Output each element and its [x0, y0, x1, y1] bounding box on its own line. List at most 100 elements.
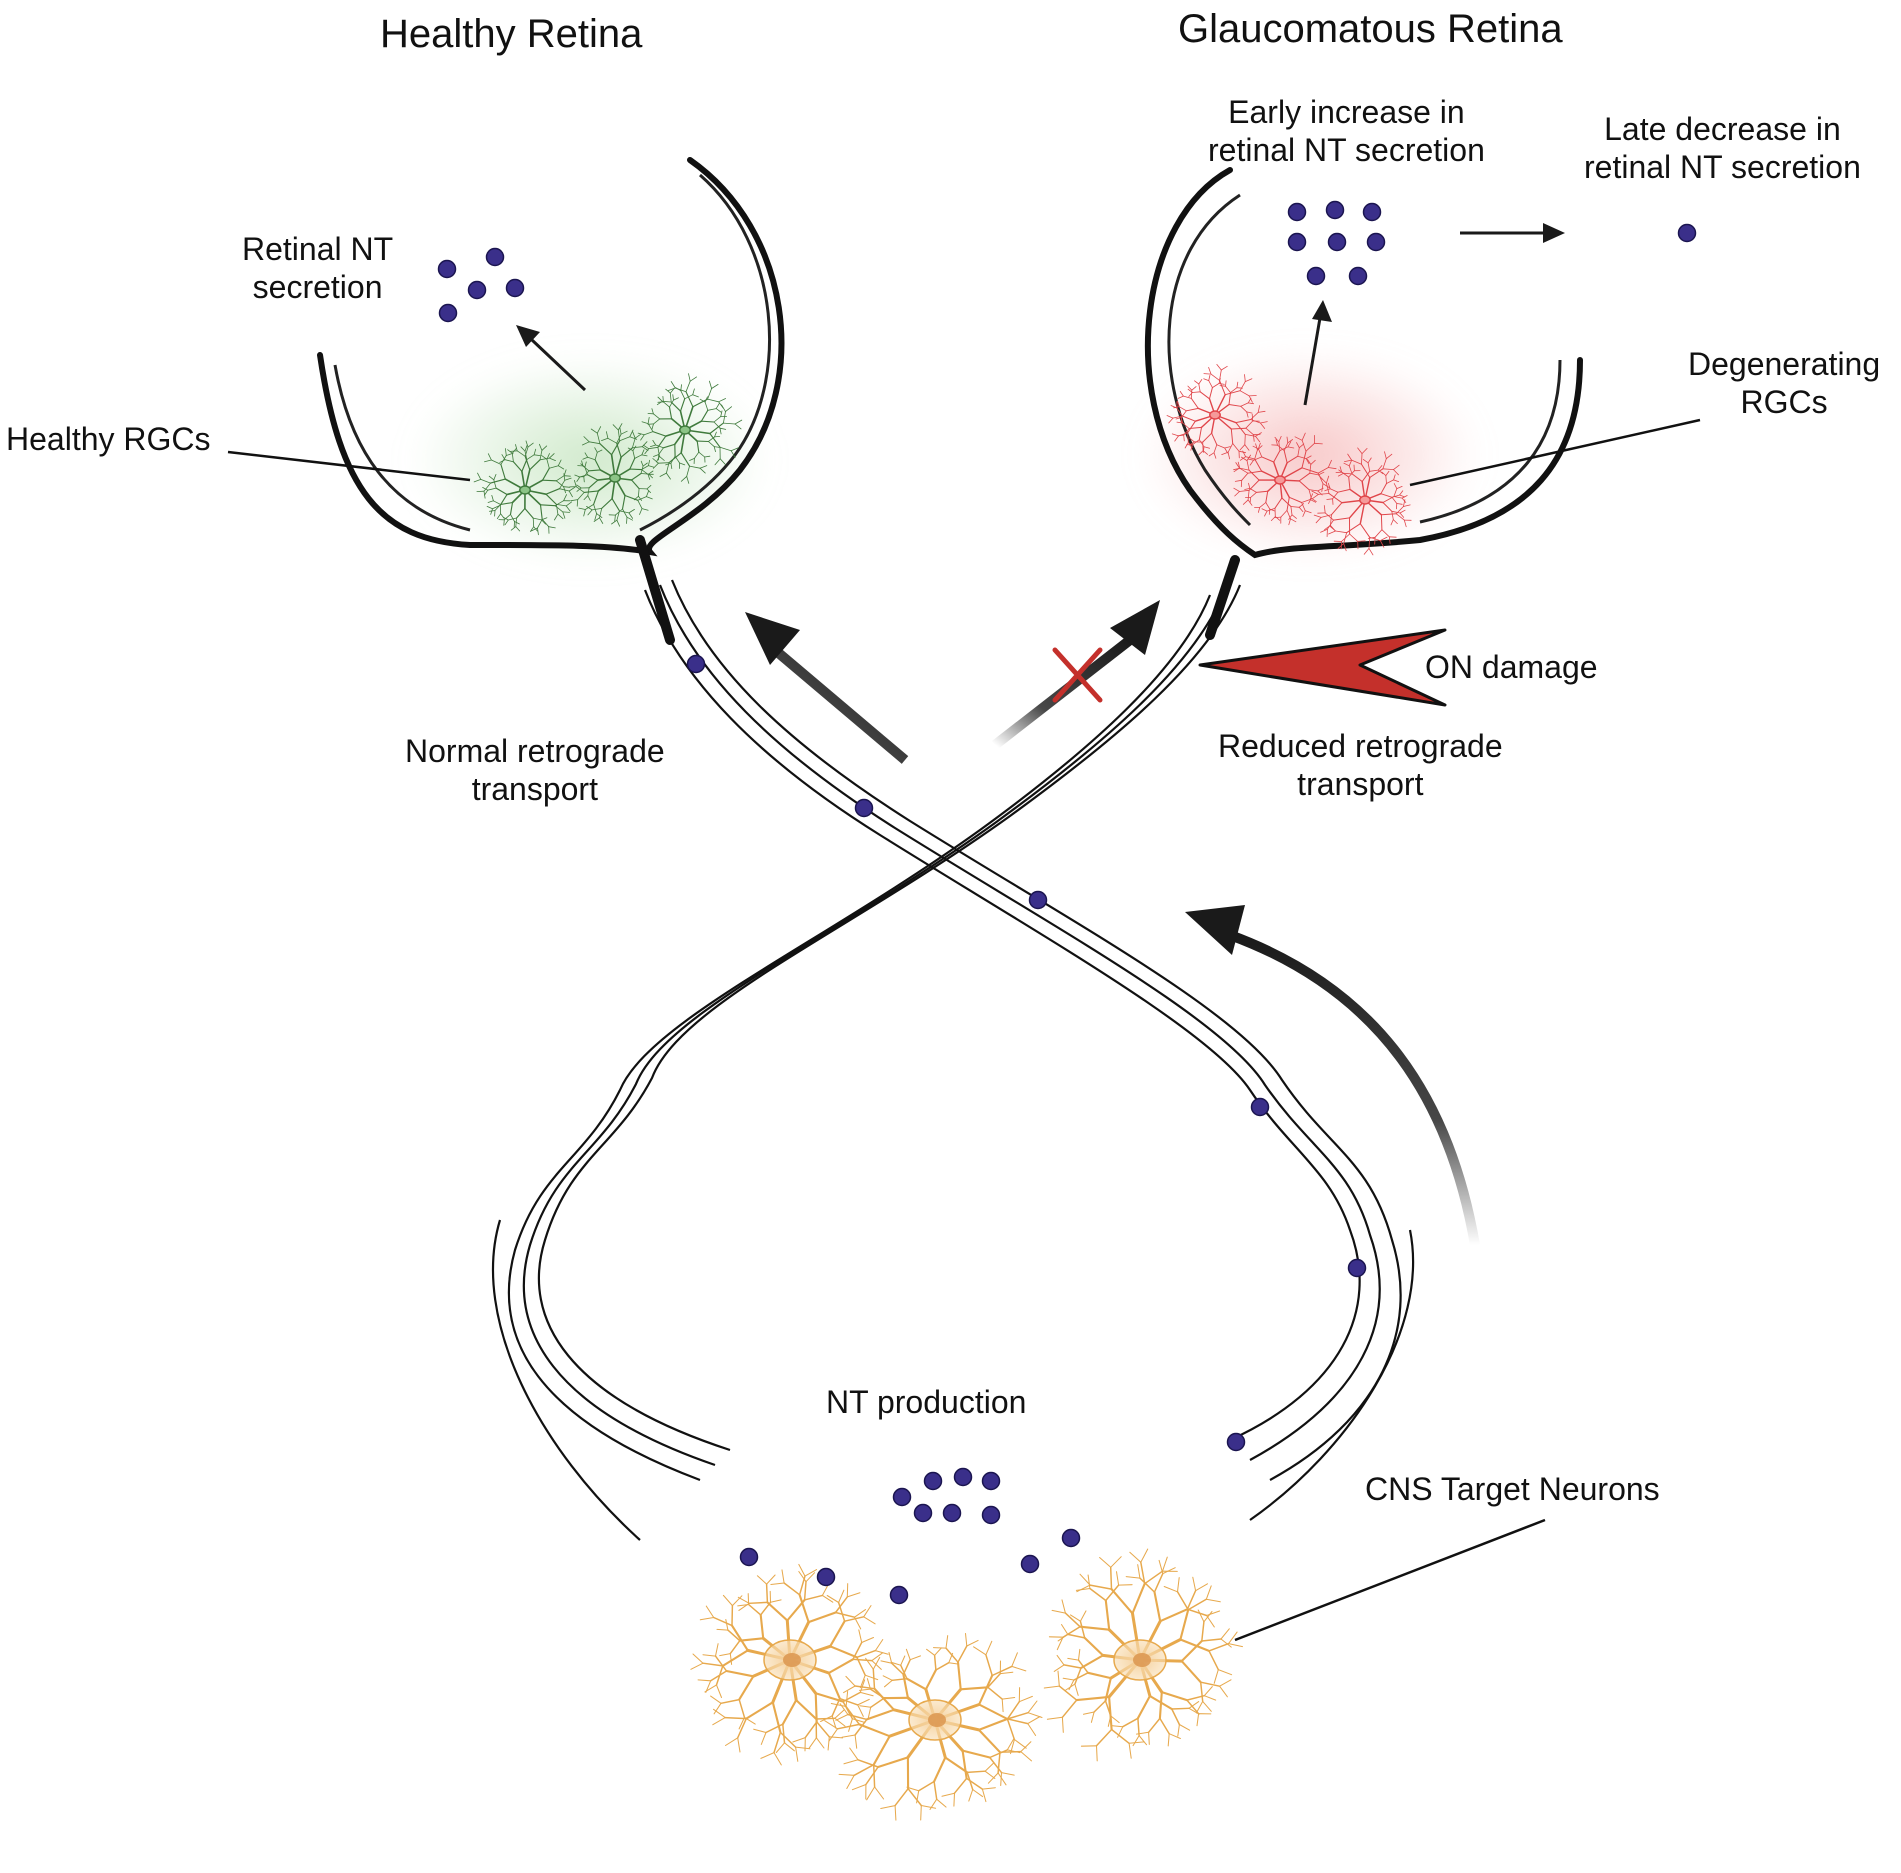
- nt-dot: [1325, 200, 1345, 220]
- glaucomatous-eye-outline: [1144, 167, 1583, 559]
- degenerating-rgc-1: [1166, 363, 1268, 460]
- left-nerve-a: [643, 589, 1361, 1442]
- healthy-rgc-glow: [410, 355, 770, 565]
- glaucomatous-eye: [1140, 167, 1583, 560]
- normal-retrograde-transport-label: Normal retrograde transport: [405, 732, 665, 809]
- cns-target-neurons-label: CNS Target Neurons: [1365, 1471, 1660, 1507]
- retinal-nt-secretion-label: Retinal NT secretion: [242, 230, 393, 307]
- production-upward-arrow: [1185, 905, 1480, 1246]
- early-increase-line1: Early increase in: [1228, 94, 1465, 130]
- cns-neurons-pointer: [1234, 1518, 1546, 1642]
- glaucomatous-eye-inner-layer-2: [1419, 359, 1562, 524]
- nt-dot: [686, 654, 706, 674]
- nt-dot: [1366, 232, 1386, 252]
- optic-nerve-tracts: [491, 579, 1415, 1541]
- healthy-rgcs: [473, 373, 743, 536]
- normal-retrograde-arrow: [745, 612, 909, 764]
- nt-dot: [1226, 1432, 1246, 1452]
- nt-dot: [889, 1585, 909, 1605]
- nt-dot: [953, 1467, 973, 1487]
- healthy-rgcs-label: Healthy RGCs: [6, 421, 211, 457]
- nt-dot: [485, 247, 505, 267]
- nt-dot: [1020, 1554, 1040, 1574]
- right-nerve-c: [537, 584, 1242, 1452]
- degenerating-rgcs: [1166, 363, 1412, 556]
- degenerating-rgc-glow: [1140, 350, 1480, 560]
- early-increase-label: Early increase in retinal NT secretion: [1208, 93, 1485, 170]
- cns-neuron-3: [824, 1632, 1043, 1821]
- nt-dot: [505, 278, 525, 298]
- nt-dot: [892, 1487, 912, 1507]
- blocked-x-icon: [1052, 647, 1103, 703]
- nt-dot: [913, 1503, 933, 1523]
- right-nerve-a: [507, 594, 1212, 1482]
- degenerating-rgcs-line2: RGCs: [1740, 384, 1828, 421]
- healthy-eye-outline: [317, 157, 785, 557]
- retinal-nt-secretion-line1: Retinal NT: [242, 231, 394, 267]
- right-lower-branch: [1249, 1229, 1415, 1521]
- nt-dot: [1306, 266, 1326, 286]
- nt-dot: [1061, 1528, 1081, 1548]
- healthy-rgc-3: [637, 373, 743, 484]
- cns-target-neurons: [690, 1548, 1244, 1821]
- nt-dot: [816, 1567, 836, 1587]
- degenerating-rgc-3: [1311, 447, 1412, 556]
- nt-dot: [981, 1505, 1001, 1525]
- nt-dot: [854, 798, 874, 818]
- nt-particles: [437, 200, 1697, 1605]
- nt-dot: [1348, 266, 1368, 286]
- nt-dot: [1287, 202, 1307, 222]
- nt-dot: [942, 1503, 962, 1523]
- nt-dot: [1327, 232, 1347, 252]
- nt-dot: [739, 1547, 759, 1567]
- nt-dot: [438, 303, 458, 323]
- nt-dot: [1347, 1258, 1367, 1278]
- nt-dot: [1287, 232, 1307, 252]
- left-nerve-b: [658, 584, 1381, 1461]
- healthy-rgc-2: [569, 423, 654, 527]
- nt-dot: [923, 1471, 943, 1491]
- early-to-late-arrow: [1460, 223, 1565, 243]
- degenerating-rgcs-pointer: [1409, 418, 1701, 487]
- nt-dot: [437, 259, 457, 279]
- left-lower-branch: [491, 1219, 641, 1541]
- reduced-retrograde-arrow: [991, 600, 1160, 749]
- left-nerve-c: [670, 579, 1402, 1481]
- cns-neuron-2: [1043, 1548, 1244, 1762]
- degenerating-rgcs-label: Degenerating RGCs: [1688, 345, 1880, 422]
- degenerating-rgc-2: [1233, 432, 1337, 526]
- cns-neuron-1: [690, 1563, 889, 1766]
- nt-production-label: NT production: [826, 1384, 1027, 1420]
- healthy-eye-inner-layer-2: [333, 364, 471, 532]
- nt-dot: [981, 1471, 1001, 1491]
- healthy-eye: [317, 157, 785, 565]
- reduced-transport-line1: Reduced retrograde: [1218, 728, 1503, 764]
- normal-transport-line2: transport: [471, 771, 598, 808]
- early-secretion-arrow: [1303, 300, 1332, 406]
- glaucomatous-nerve-head: [1205, 555, 1240, 640]
- nt-dot: [467, 280, 487, 300]
- late-decrease-line2: retinal NT secretion: [1584, 149, 1861, 186]
- late-decrease-label: Late decrease in retinal NT secretion: [1584, 110, 1861, 187]
- healthy-retina-title: Healthy Retina: [380, 12, 643, 56]
- healthy-eye-inner-layer: [639, 173, 772, 532]
- reduced-transport-line2: transport: [1297, 766, 1424, 803]
- retinal-nt-secretion-line2: secretion: [252, 269, 383, 306]
- nt-dot: [1028, 890, 1048, 910]
- late-decrease-line1: Late decrease in: [1604, 111, 1841, 147]
- glaucomatous-retina-title: Glaucomatous Retina: [1178, 7, 1563, 51]
- degenerating-rgcs-line1: Degenerating: [1688, 346, 1881, 382]
- glaucomatous-eye-inner-layer: [1167, 193, 1252, 527]
- healthy-rgc-1: [473, 440, 576, 536]
- reduced-retrograde-transport-label: Reduced retrograde transport: [1218, 727, 1503, 804]
- on-damage-label: ON damage: [1425, 649, 1598, 685]
- early-increase-line2: retinal NT secretion: [1208, 132, 1485, 169]
- nt-dot: [1250, 1097, 1270, 1117]
- healthy-rgcs-pointer: [227, 450, 471, 482]
- right-nerve-b: [522, 589, 1227, 1467]
- on-damage-wedge: [1198, 628, 1447, 707]
- healthy-secretion-arrow: [516, 325, 587, 392]
- nt-dot: [1677, 223, 1697, 243]
- normal-transport-line1: Normal retrograde: [405, 733, 665, 769]
